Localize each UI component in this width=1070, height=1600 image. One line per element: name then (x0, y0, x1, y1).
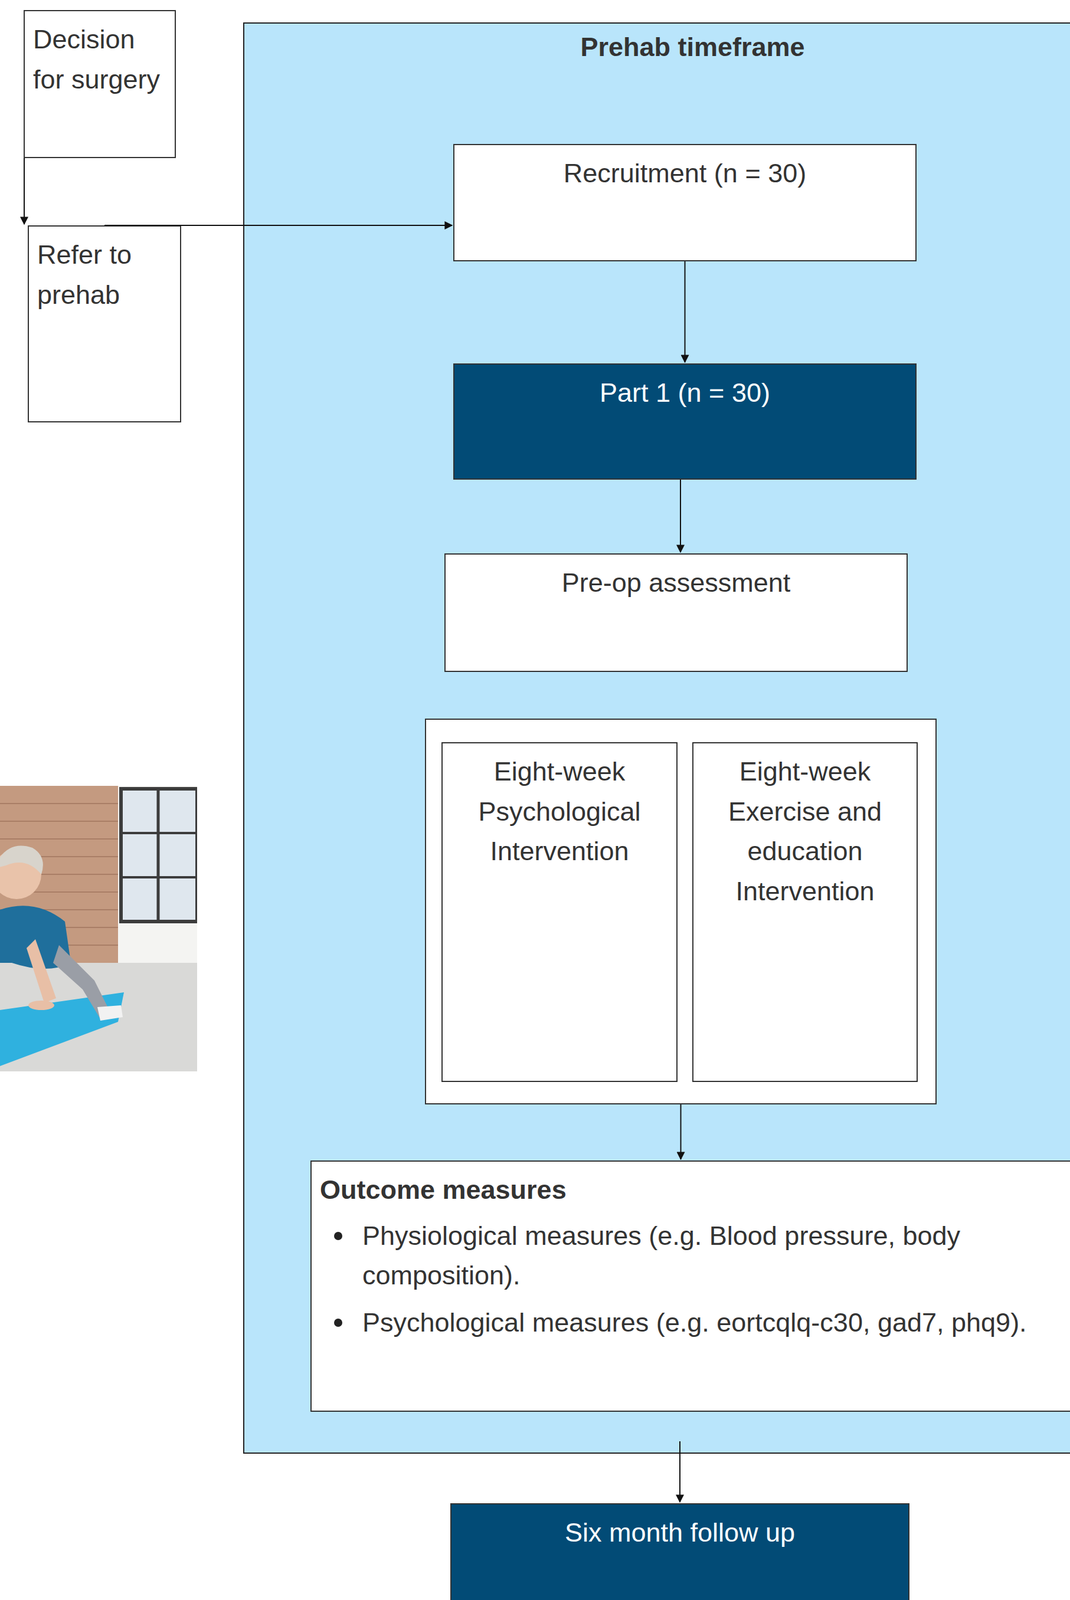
window (120, 789, 198, 922)
wall-panel (118, 786, 198, 964)
box-label: Refer to prehab (37, 234, 172, 315)
window-bar (120, 876, 198, 879)
box-label: Recruitment (n = 30) (460, 153, 910, 194)
box-label: Eight-week Exercise and education Interv… (699, 751, 911, 912)
bullet-item: Psychological measures (e.g. eortcqlq-c3… (319, 1303, 1062, 1344)
outcome-box: Outcome measuresPhysiological measures (… (310, 1160, 1070, 1413)
intervention-box: Eight-week Exercise and education Interv… (692, 742, 918, 1083)
start-box: Decision for surgery (23, 10, 176, 159)
window-bar (120, 832, 198, 835)
intervention-group: Eight-week Psychological InterventionEig… (424, 718, 937, 1105)
timeframe-band: Prehab timeframeRecruitment (n = 30) Part… (243, 22, 1070, 1455)
hand (28, 1000, 55, 1011)
process-box: Recruitment (n = 30) (453, 144, 917, 262)
followup-box: Six month follow up (450, 1503, 910, 1600)
window-bar (156, 789, 160, 922)
shoe (97, 1005, 123, 1022)
arm (26, 939, 57, 1004)
photo-ground (0, 786, 198, 1072)
arrow-connector (23, 158, 25, 225)
hair (0, 846, 44, 875)
intervention-box: Eight-week Psychological Intervention (441, 742, 678, 1083)
band-heading: Prehab timeframe (244, 23, 1070, 68)
box-heading: Outcome measures (319, 1170, 1062, 1211)
box-label: Six month follow up (457, 1513, 903, 1554)
bullet-item: Physiological measures (e.g. Blood press… (319, 1216, 1062, 1297)
phase-box: Part 1 (n = 30) (453, 363, 917, 480)
process-box: Pre-op assessment (444, 553, 908, 673)
box-label: Decision for surgery (33, 19, 167, 100)
floor (0, 963, 198, 1072)
referral-box: Refer to prehab (27, 225, 182, 423)
box-label: Pre-op assessment (451, 563, 901, 604)
exercise-photo (0, 786, 198, 1072)
box-label: Eight-week Psychological Intervention (448, 751, 671, 872)
box-label: Part 1 (n = 30) (460, 372, 910, 414)
